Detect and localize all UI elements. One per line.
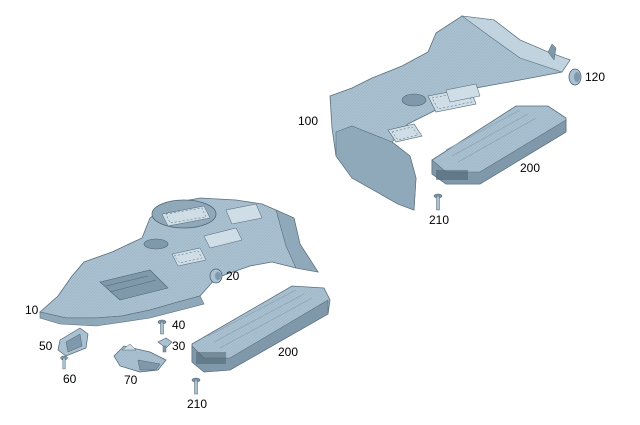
screw-40	[157, 319, 167, 335]
load-floor-panel-10	[39, 197, 319, 327]
callout-40: 40	[172, 318, 186, 332]
storage-box-200-left	[191, 285, 331, 373]
callout-200-left: 200	[278, 345, 299, 359]
callout-210-right: 210	[429, 213, 450, 227]
bracket-50	[57, 327, 89, 357]
callout-120: 120	[585, 70, 606, 84]
screw-210-right	[433, 193, 443, 211]
callout-210-left: 210	[187, 397, 208, 411]
clip-30	[157, 337, 173, 353]
screw-210-left	[191, 377, 201, 395]
callout-100: 100	[298, 114, 319, 128]
callout-30: 30	[172, 339, 186, 353]
callout-200-right: 200	[520, 161, 541, 175]
storage-box-200-right	[431, 105, 567, 185]
cap-120	[568, 68, 582, 86]
callout-60: 60	[63, 372, 77, 386]
load-floor-panel-100	[329, 15, 571, 211]
callout-70: 70	[124, 373, 138, 387]
callout-50: 50	[39, 339, 53, 353]
screw-60	[60, 355, 68, 370]
cap-20	[209, 268, 223, 284]
callout-20: 20	[226, 269, 240, 283]
handle-70	[113, 343, 167, 373]
callout-10: 10	[25, 303, 39, 317]
